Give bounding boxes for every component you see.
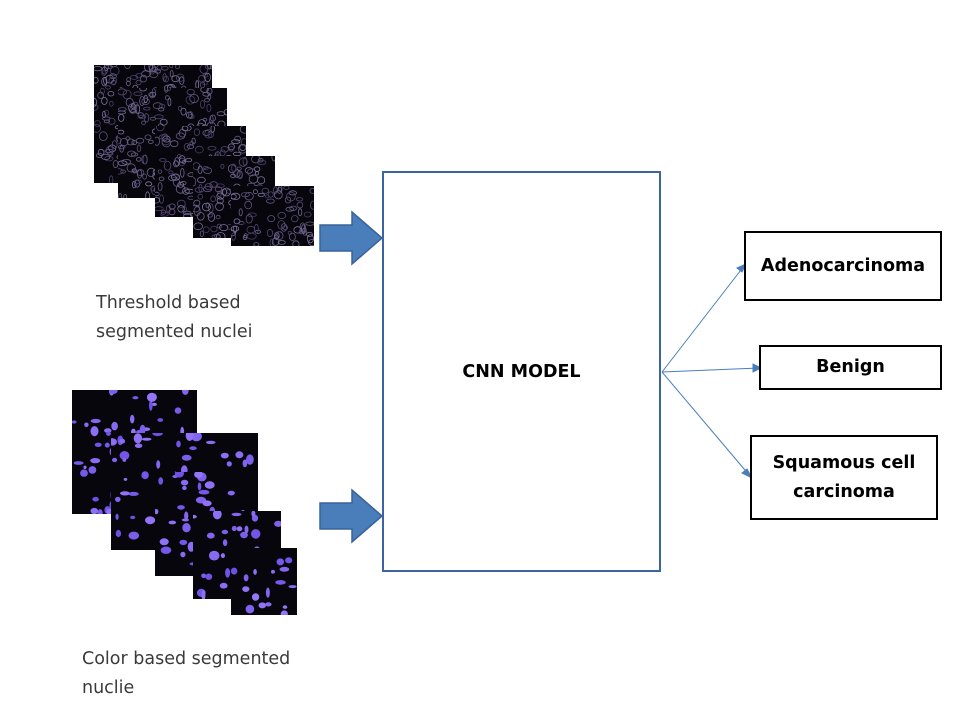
cnn-model-box: CNN MODEL [382, 171, 661, 572]
output-adenocarcinoma: Adenocarcinoma [744, 231, 942, 301]
connector-squamous [661, 371, 751, 477]
output-squamous: Squamous cell carcinoma [750, 435, 938, 520]
output-squamous-label: Squamous cell carcinoma [772, 452, 916, 502]
output-benign: Benign [759, 345, 942, 390]
input-arrow-top [319, 210, 384, 266]
output-benign-label: Benign [816, 357, 885, 377]
color-image-5 [231, 548, 297, 615]
threshold-caption: Threshold based segmented nuclei [96, 293, 253, 342]
connector-benign [661, 367, 760, 373]
output-adenocarcinoma-label: Adenocarcinoma [760, 255, 926, 276]
arrowhead-squamous [741, 468, 754, 480]
input-arrow-bottom [319, 488, 384, 544]
connector-adenocarcinoma [661, 265, 745, 373]
arrowhead-benign [752, 363, 763, 373]
threshold-image-5 [231, 186, 314, 246]
cnn-model-label: CNN MODEL [462, 361, 581, 382]
color-caption: Color based segmented nuclie [82, 649, 291, 698]
